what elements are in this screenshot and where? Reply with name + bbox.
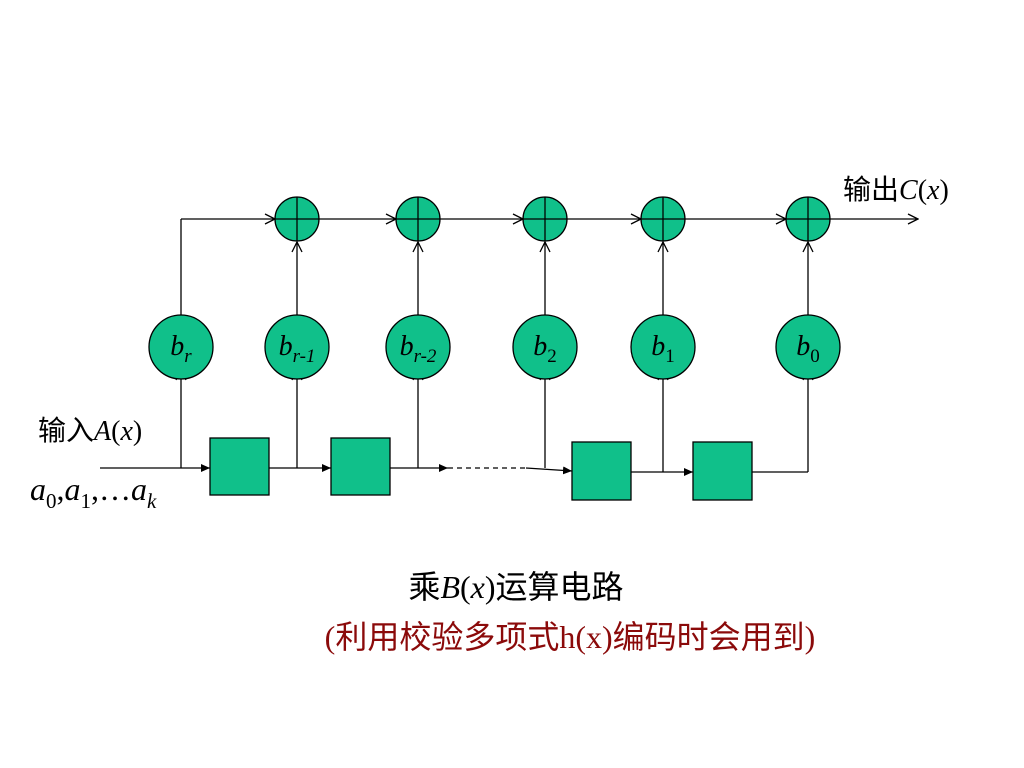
coefficient-label: b2	[533, 331, 557, 367]
sequence-term: a	[131, 471, 147, 507]
coefficient-multiplier: b1	[630, 314, 696, 380]
sequence-ellipsis: …	[99, 471, 131, 507]
sequence-separator: ,	[91, 471, 99, 507]
sequence-term: a	[30, 471, 46, 507]
sequence-subscript: 0	[46, 489, 57, 513]
modulo-adder	[640, 196, 686, 242]
coefficient-subscript: r-2	[414, 346, 437, 367]
coefficient-base: b	[400, 331, 414, 362]
multiplier-circle	[264, 314, 330, 380]
coefficient-subscript: r	[184, 346, 192, 367]
coefficient-subscript: 0	[810, 346, 820, 367]
coefficient-base: b	[533, 331, 547, 362]
sequence-subscript: k	[147, 489, 157, 513]
coefficient-base: b	[170, 331, 184, 362]
input-sequence: a0,a1,…ak	[30, 471, 157, 513]
coefficient-subscript: 1	[665, 346, 675, 367]
coefficient-subscript: r-1	[293, 346, 316, 367]
coefficient-subscript: 2	[547, 346, 557, 367]
caption-title: 乘B(x)运算电路	[408, 569, 624, 605]
input-label: 输入A(x)	[38, 415, 142, 447]
coefficient-label: b0	[796, 331, 820, 367]
sequence-term: a	[65, 471, 81, 507]
modulo-adder	[522, 196, 568, 242]
coefficient-multiplier: br	[148, 314, 214, 380]
coefficient-base: b	[279, 331, 293, 362]
shift-registers	[209, 437, 753, 501]
coefficient-label: br-2	[400, 331, 437, 367]
modulo-adder	[395, 196, 441, 242]
shift-register-cell	[571, 441, 632, 501]
coefficient-multiplier: br-1	[264, 314, 330, 380]
coefficient-multiplier: b0	[775, 314, 841, 380]
wire-bus	[525, 466, 573, 475]
modulo-adder	[785, 196, 831, 242]
multiplier-circle	[385, 314, 451, 380]
coefficient-label: br	[170, 331, 192, 367]
coefficient-base: b	[796, 331, 810, 362]
shift-register-cell	[209, 437, 270, 496]
adder-nodes	[274, 196, 831, 242]
multiplier-circle	[148, 314, 214, 380]
caption-note: (利用校验多项式h(x)编码时会用到)	[324, 619, 816, 655]
sequence-subscript: 1	[81, 489, 92, 513]
coefficient-base: b	[651, 331, 665, 362]
coefficient-label: b1	[651, 331, 675, 367]
signal-wires	[100, 219, 918, 476]
shift-register-cell	[692, 441, 753, 501]
sequence-separator: ,	[57, 471, 65, 507]
multiplier-circle	[775, 314, 841, 380]
shift-register-cell	[330, 437, 391, 496]
modulo-adder	[274, 196, 320, 242]
output-label: 输出C(x)	[843, 174, 949, 206]
coefficient-multiplier: br-2	[385, 314, 451, 380]
multiplier-circle	[630, 314, 696, 380]
coefficient-label: br-1	[279, 331, 316, 367]
multiplier-circle	[512, 314, 578, 380]
coefficient-multiplier: b2	[512, 314, 578, 380]
